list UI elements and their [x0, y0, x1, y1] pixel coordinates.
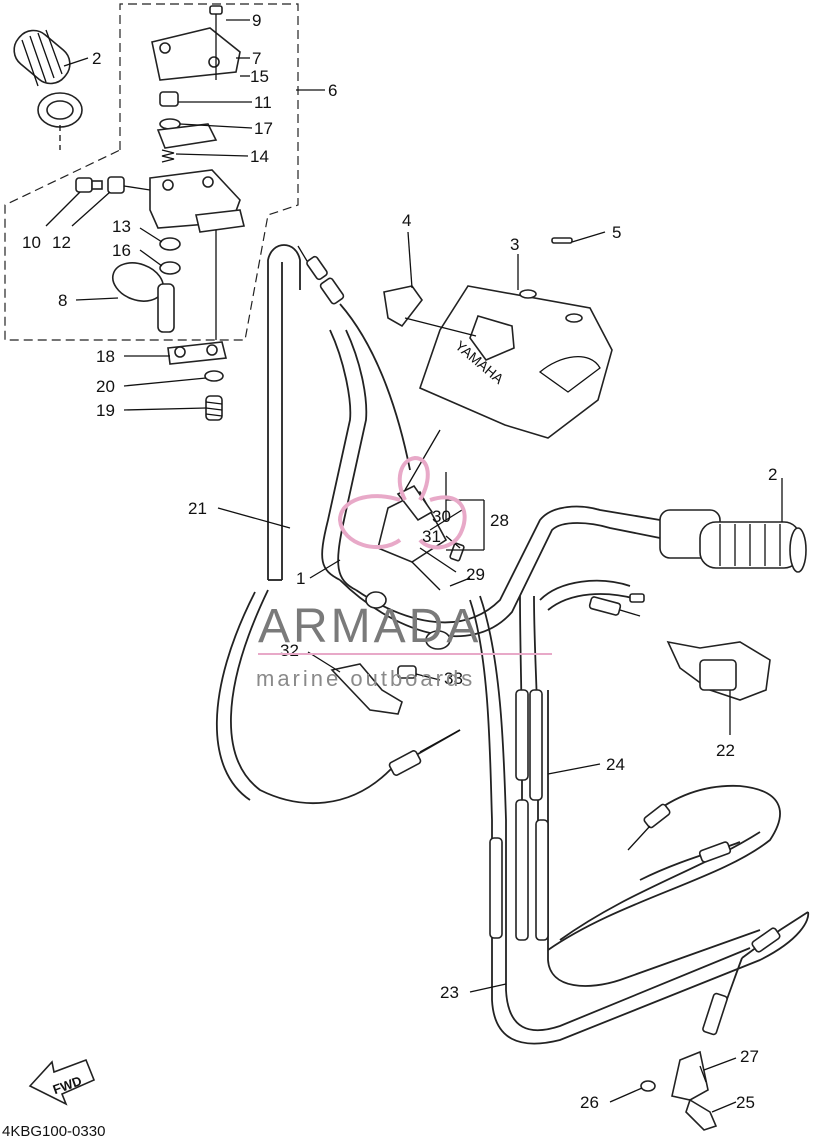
handlebar — [321, 329, 661, 650]
label-18: 18 — [96, 347, 115, 366]
label-14: 14 — [250, 147, 269, 166]
label-29: 29 — [466, 565, 485, 584]
label-27: 27 — [740, 1047, 759, 1066]
label-6: 6 — [328, 81, 337, 100]
label-11: 11 — [254, 93, 272, 112]
cable-24-loop — [547, 785, 781, 951]
label-30: 30 — [432, 507, 451, 526]
label-2-right: 2 — [768, 465, 777, 484]
label-32: 32 — [280, 641, 299, 660]
label-26: 26 — [580, 1093, 599, 1112]
label-17: 17 — [254, 119, 273, 138]
clamp-parts — [167, 341, 227, 421]
label-5: 5 — [612, 223, 621, 242]
watermark-subtitle: marine outboards — [256, 666, 475, 691]
switch-22 — [666, 640, 771, 735]
label-16: 16 — [112, 241, 131, 260]
emblem-4 — [383, 285, 423, 328]
label-12: 12 — [52, 233, 71, 252]
label-28: 28 — [490, 511, 509, 530]
label-22: 22 — [716, 741, 735, 760]
label-3: 3 — [510, 235, 519, 254]
label-10: 10 — [22, 233, 41, 252]
throttle-housing-assembly — [75, 5, 245, 340]
label-13: 13 — [112, 217, 131, 236]
label-4: 4 — [402, 211, 411, 230]
handlebar-cover: YAMAHA — [419, 285, 613, 439]
label-25: 25 — [736, 1093, 755, 1112]
label-20: 20 — [96, 377, 115, 396]
watermark-logo — [337, 455, 467, 550]
throttle-cable-top — [297, 245, 411, 471]
cable-21 — [215, 244, 461, 804]
label-8: 8 — [58, 291, 67, 310]
label-21: 21 — [188, 499, 207, 518]
part-labels: 2 9 7 15 6 11 17 14 10 12 13 16 8 18 20 … — [22, 11, 777, 1112]
watermark-title: ARMADA — [258, 600, 481, 653]
left-grip — [13, 29, 83, 128]
watermark: ARMADA marine outboards — [256, 455, 552, 691]
label-19: 19 — [96, 401, 115, 420]
diagram-code: 4KBG100-0330 — [2, 1123, 105, 1139]
label-1: 1 — [296, 569, 305, 588]
fwd-arrow: FWD — [28, 1058, 96, 1106]
right-grip — [659, 509, 807, 573]
lower-cable-end — [640, 911, 809, 1131]
label-23: 23 — [440, 983, 459, 1002]
pin-5 — [551, 237, 573, 244]
label-24: 24 — [606, 755, 625, 774]
label-7: 7 — [252, 49, 261, 68]
leader-lines — [45, 19, 783, 1113]
assembly-boundary-6 — [4, 3, 299, 341]
label-2-left: 2 — [92, 49, 101, 68]
label-33: 33 — [444, 669, 463, 688]
cables-23-24 — [469, 579, 810, 1045]
bracket-32 — [330, 663, 417, 715]
label-9: 9 — [252, 11, 261, 30]
label-31: 31 — [422, 527, 441, 546]
label-15: 15 — [250, 67, 269, 86]
